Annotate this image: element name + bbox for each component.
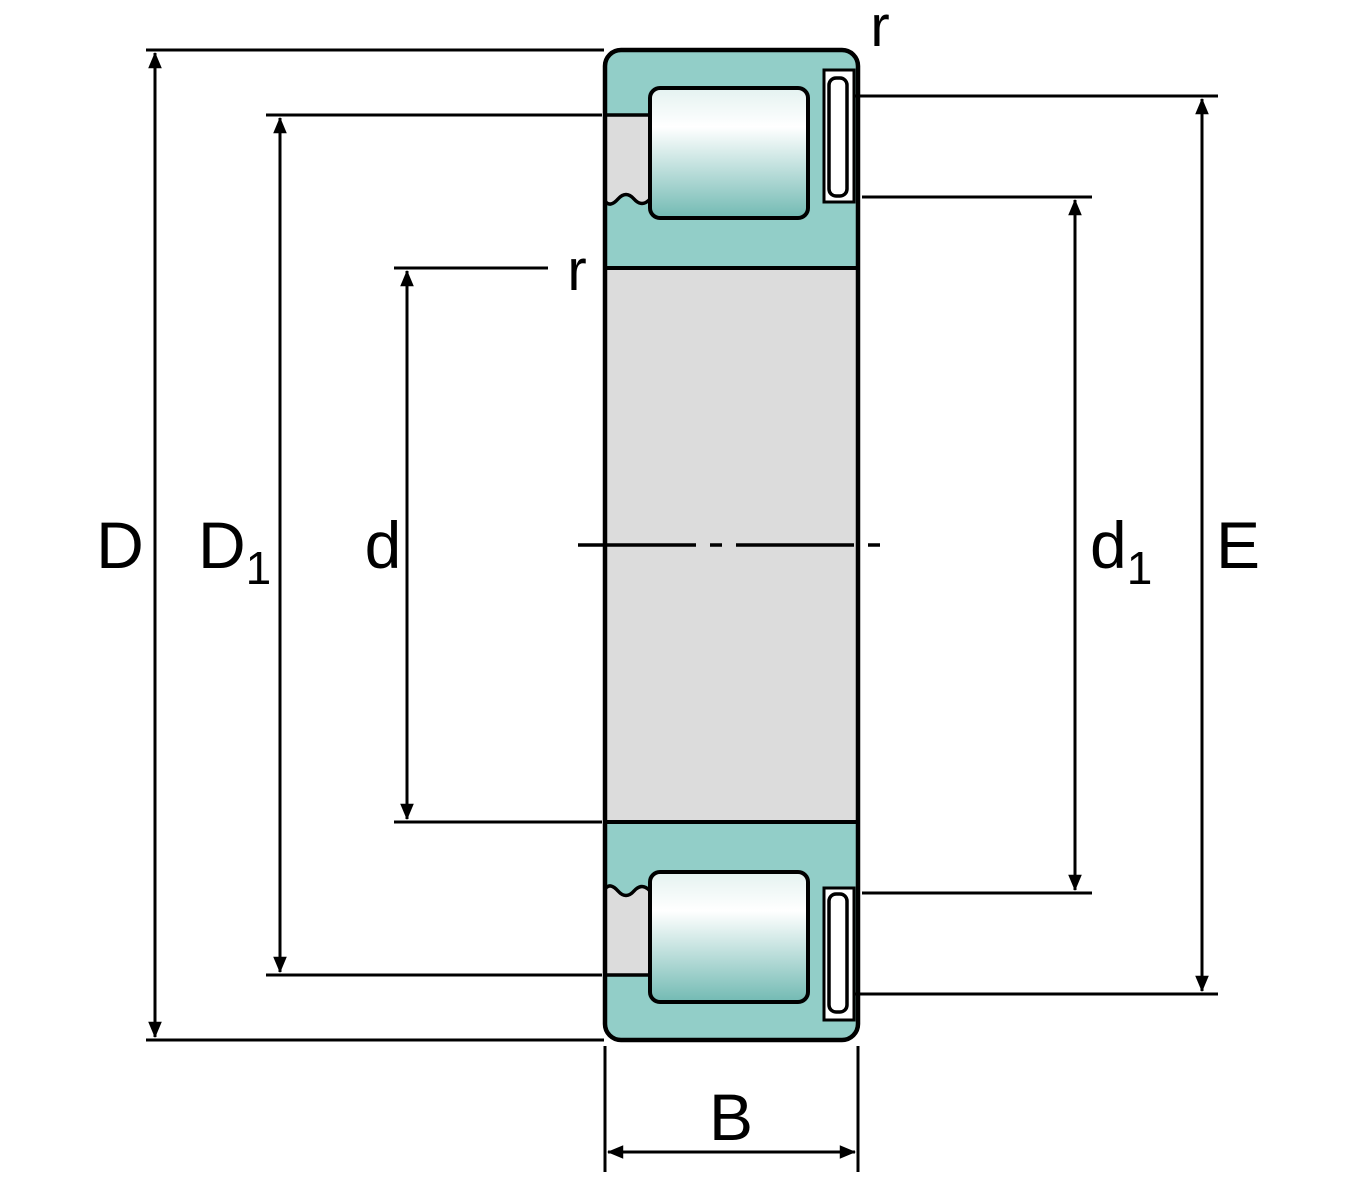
roller-bottom: [648, 870, 810, 1004]
radius-label-r-outer: r: [870, 0, 889, 59]
cage-section-bottom: [603, 884, 652, 977]
dimension-label-d1-subscript: 1: [1127, 542, 1153, 594]
roller-top: [648, 86, 810, 220]
dimension-label-D1-main: D: [198, 508, 246, 582]
dimension-label-D1: D1: [198, 508, 271, 594]
bearing-cross-section: [578, 47, 884, 1043]
dimension-label-B: B: [709, 1080, 753, 1154]
loose-rib-bottom: [827, 892, 849, 1014]
cage-section-top: [603, 113, 652, 206]
dimension-label-D1-subscript: 1: [246, 542, 272, 594]
radius-label-r-inner: r: [567, 238, 586, 303]
dimension-label-d1: d1: [1090, 508, 1152, 594]
dimension-label-D: D: [96, 508, 144, 582]
dimension-label-d1-main: d: [1090, 508, 1127, 582]
loose-rib-top: [827, 76, 849, 198]
dimension-annotations: D D1 d d1 E B r r: [96, 0, 1260, 1172]
dimension-label-d: d: [365, 508, 402, 582]
dimension-label-E: E: [1216, 508, 1260, 582]
